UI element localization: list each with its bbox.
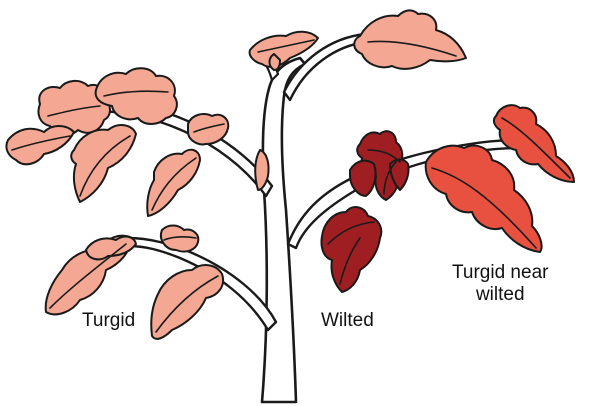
turgid-leaf-upper-left-3 <box>6 126 74 164</box>
label-turgid-near-wilted-line1: Turgid near <box>452 262 548 284</box>
label-turgid-near-wilted: Turgid near wilted <box>452 262 548 306</box>
label-wilted: Wilted <box>321 310 374 332</box>
wilted-leaves <box>321 131 408 292</box>
turgid-leaf-lower-left-4 <box>151 265 223 339</box>
wilted-leaf-3 <box>321 207 381 292</box>
turgid-leaf-top-right <box>354 10 466 69</box>
turgid-leaf-upper-left-4 <box>71 125 136 202</box>
turgid-leaf-upper-left-5 <box>147 150 200 216</box>
label-turgid: Turgid <box>82 310 135 332</box>
label-turgid-near-wilted-line2: wilted <box>452 284 548 306</box>
near-wilted-leaves <box>426 105 574 252</box>
